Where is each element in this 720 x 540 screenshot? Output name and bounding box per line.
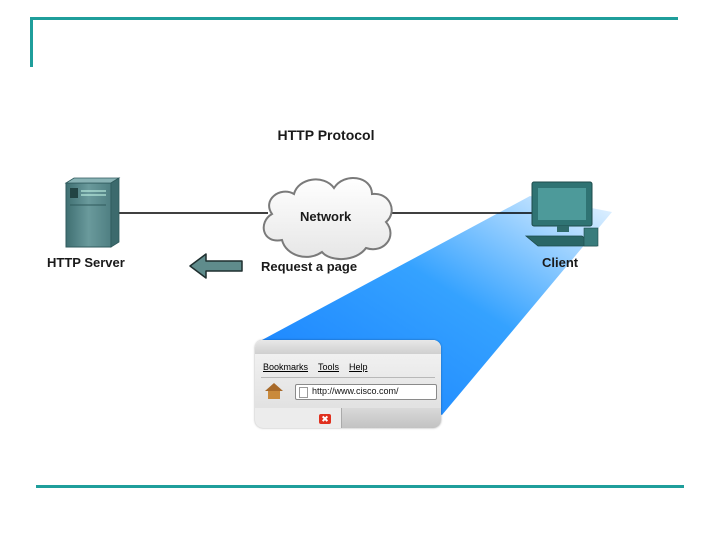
close-icon[interactable]: ✖ xyxy=(319,414,331,424)
client-label: Client xyxy=(542,255,579,270)
menu-separator xyxy=(261,377,435,378)
server-tower-icon xyxy=(64,177,121,248)
menu-tools[interactable]: Tools xyxy=(318,362,340,372)
desktop-computer-icon xyxy=(524,181,599,247)
left-accent-rule xyxy=(30,17,33,67)
browser-titlebar xyxy=(255,340,441,354)
browser-menubar: Bookmarks Tools Help xyxy=(263,362,368,372)
menu-help[interactable]: Help xyxy=(349,362,368,372)
top-accent-rule xyxy=(30,17,678,20)
request-label: Request a page xyxy=(261,259,358,274)
network-label: Network xyxy=(300,209,352,224)
page-icon xyxy=(299,387,308,398)
bottom-accent-rule xyxy=(36,485,684,488)
home-icon-body[interactable] xyxy=(268,391,280,399)
menu-bookmarks[interactable]: Bookmarks xyxy=(263,362,309,372)
address-url[interactable]: http://www.cisco.com/ xyxy=(312,386,399,396)
server-label: HTTP Server xyxy=(47,255,125,270)
request-arrow-icon xyxy=(189,253,243,279)
cloud-icon xyxy=(262,176,393,260)
home-icon[interactable] xyxy=(265,383,283,391)
address-bar[interactable]: http://www.cisco.com/ xyxy=(295,384,437,400)
browser-window: Bookmarks Tools Help http://www.cisco.co… xyxy=(255,340,441,428)
diagram-title: HTTP Protocol xyxy=(277,127,375,143)
